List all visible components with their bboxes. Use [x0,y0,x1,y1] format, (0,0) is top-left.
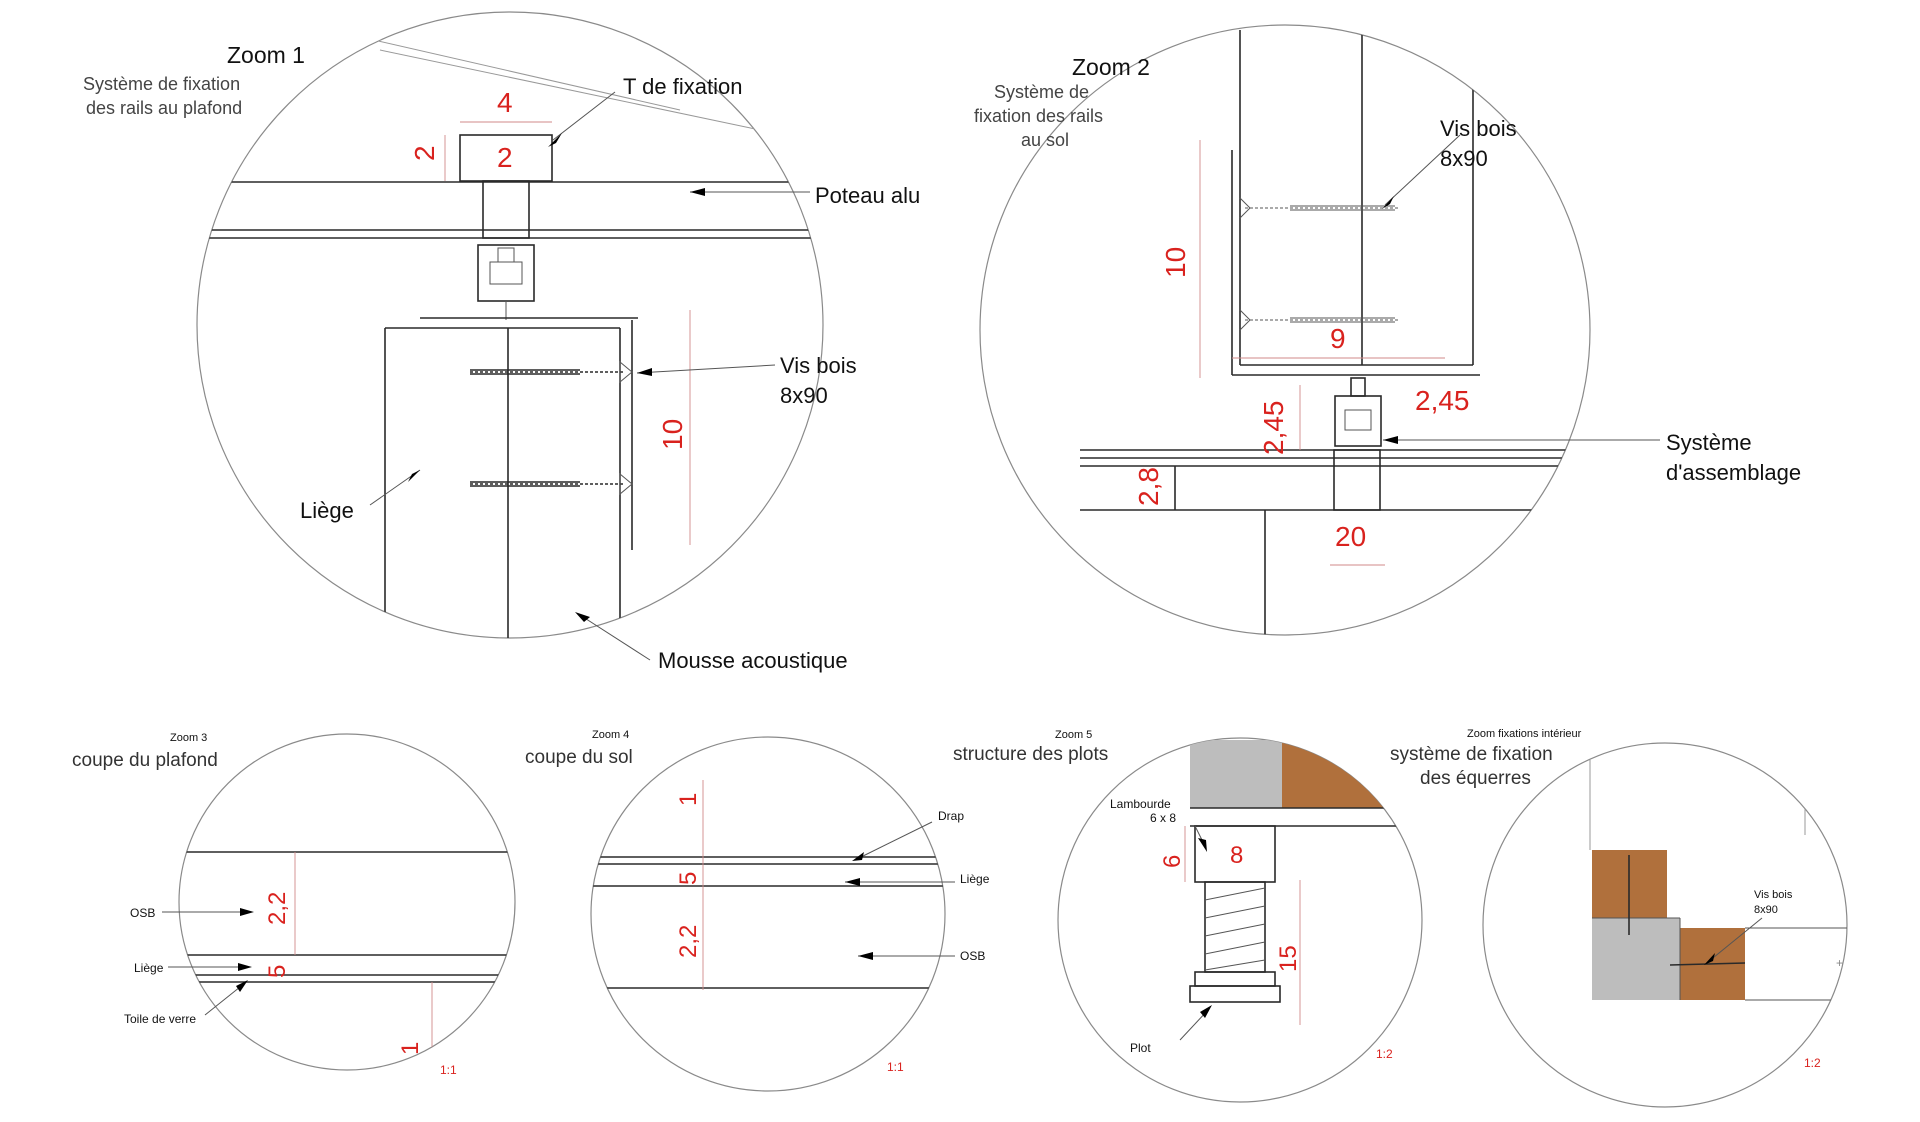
zoom1-dim-len: 10 [657,419,688,450]
zoom1-dim-w: 4 [497,87,513,118]
zoom3-scale: 1:1 [440,1063,457,1077]
zoom5-label-lambourde-2: 6 x 8 [1150,811,1176,825]
zoom6-title: Zoom fixations intérieur [1467,728,1582,740]
zoom4-scale: 1:1 [887,1060,904,1074]
zoom6-subtitle-1: système de fixation [1390,744,1553,765]
zoom4-title: Zoom 4 [592,729,629,741]
zoom6-circle [1482,742,1848,1108]
zoom2-subtitle-2: fixation des rails [974,106,1103,126]
zoom5-dim-plot: 15 [1275,945,1302,972]
zoom2-detail: Zoom 2 Système de fixation des rails au … [974,24,1801,636]
zoom1-circle [196,11,824,639]
zoom5-label-plot: Plot [1130,1041,1151,1055]
zoom4-dim-liege: 5 [675,872,702,885]
zoom3-title: Zoom 3 [170,732,207,744]
zoom5-detail: Zoom 5 structure des plots Lambourde 6 x… [953,729,1423,1103]
zoom1-label-poteau: Poteau alu [815,183,920,208]
zoom2-label-vis-1: Vis bois [1440,116,1517,141]
zoom2-dim-len: 10 [1160,247,1191,278]
zoom1-detail: Zoom 1 Système de fixation des rails au … [83,11,920,673]
zoom6-scale: 1:2 [1804,1056,1821,1070]
zoom2-title: Zoom 2 [1072,54,1150,80]
zoom3-dim-liege: 5 [264,965,291,978]
zoom4-label-osb: OSB [960,949,985,963]
zoom1-label-vis-1: Vis bois [780,353,857,378]
zoom3-dim-osb: 2,2 [264,892,291,925]
zoom5-circle [1057,737,1423,1103]
zoom1-label-t: T de fixation [623,74,742,99]
zoom3-circle [178,733,516,1071]
zoom1-label-vis-2: 8x90 [780,383,828,408]
zoom2-dim-w: 9 [1330,323,1346,354]
zoom2-dim-hv: 2,45 [1258,401,1289,456]
zoom1-subtitle-1: Système de fixation [83,74,240,94]
zoom3-subtitle: coupe du plafond [72,750,218,771]
zoom6-label-vis-2: 8x90 [1754,904,1778,916]
zoom4-circle [590,736,946,1092]
zoom3-label-toile: Toile de verre [124,1012,196,1026]
zoom5-label-lambourde-1: Lambourde [1110,797,1171,811]
zoom3-label-osb: OSB [130,906,155,920]
zoom1-subtitle-2: des rails au plafond [86,98,242,118]
zoom4-detail: Zoom 4 coupe du sol Drap Liège OSB 1 5 2… [525,729,990,1092]
zoom4-dim-drap: 1 [675,793,702,806]
zoom4-label-liege: Liège [960,872,990,886]
zoom2-label-systeme-1: Système [1666,430,1752,455]
zoom1-title: Zoom 1 [227,42,305,68]
zoom5-title: Zoom 5 [1055,729,1092,741]
zoom4-subtitle: coupe du sol [525,747,633,768]
zoom5-subtitle: structure des plots [953,744,1108,765]
zoom2-dim-base: 20 [1335,521,1366,552]
zoom6-label-vis-1: Vis bois [1754,889,1793,901]
zoom5-dim-h: 6 [1159,855,1186,868]
zoom2-dim-hh: 2,45 [1415,385,1470,416]
zoom2-subtitle-1: Système de [994,82,1089,102]
zoom1-label-mousse: Mousse acoustique [658,648,848,673]
zoom3-label-liege: Liège [134,961,164,975]
zoom4-dim-osb: 2,2 [675,925,702,958]
zoom1-label-liege: Liège [300,498,354,523]
zoom6-subtitle-2: des équerres [1420,768,1531,789]
zoom1-dim-h: 2 [409,145,440,161]
zoom1-dim-inner: 2 [497,142,513,173]
zoom2-subtitle-3: au sol [1021,130,1069,150]
zoom2-circle [979,24,1591,636]
zoom5-dim-w: 8 [1230,842,1243,869]
zoom6-detail: + Zoom fixations intérieur système de fi… [1390,728,1848,1108]
zoom3-detail: Zoom 3 coupe du plafond OSB Liège Toile … [72,732,516,1077]
zoom2-label-systeme-2: d'assemblage [1666,460,1801,485]
zoom3-dim-toile: 1 [397,1042,424,1055]
zoom2-label-vis-2: 8x90 [1440,146,1488,171]
zoom4-label-drap: Drap [938,809,964,823]
zoom5-scale: 1:2 [1376,1047,1393,1061]
svg-text:+: + [1836,956,1843,970]
zoom2-dim-floor: 2,8 [1133,467,1164,506]
